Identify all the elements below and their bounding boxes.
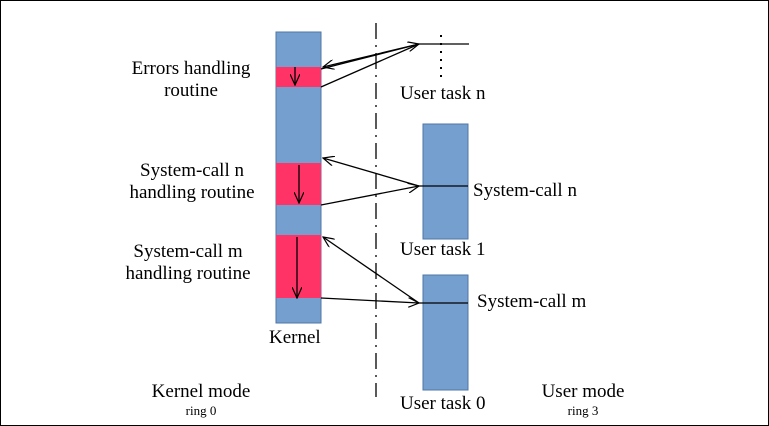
user-mode-title: User mode — [541, 381, 625, 402]
user-task-0-block — [422, 274, 469, 391]
syscall-m-handler-label-line2: handling routine — [125, 263, 251, 284]
errors-handler-label-line1: Errors handling — [131, 58, 251, 79]
errors-handler-segment — [276, 67, 321, 87]
errors-return-arrow — [320, 43, 420, 88]
syscall-m-entry-arrow — [323, 237, 420, 304]
errors-handler-label: Errors handling routine — [111, 58, 271, 102]
syscall-n-return-arrow — [320, 186, 419, 206]
kernel-mode-label: Kernel mode ring 0 — [131, 381, 271, 418]
syscall-n-handler-label-line1: System-call n — [140, 160, 244, 181]
syscall-m-handler-segment — [276, 235, 321, 298]
kernel-mode-title: Kernel mode — [151, 381, 251, 402]
user-task-n-label: User task n — [400, 83, 486, 104]
kernel-label: Kernel — [269, 327, 321, 348]
user-task-1-label: User task 1 — [400, 239, 486, 260]
syscall-m-handler-label-line1: System-call m — [133, 241, 243, 262]
kernel-ring-label: ring 0 — [185, 403, 217, 418]
syscall-m-return-arrow — [320, 297, 419, 303]
user-task-1-block — [422, 123, 469, 240]
user-ring-label: ring 3 — [567, 403, 599, 418]
syscall-n-label: System-call n — [473, 180, 577, 201]
syscall-m-handler-label: System-call m handling routine — [105, 241, 271, 285]
errors-handler-label-line2: routine — [164, 80, 218, 101]
syscall-m-label: System-call m — [477, 291, 587, 312]
syscall-n-entry-arrow — [323, 158, 420, 187]
syscall-n-handler-label-line2: handling routine — [129, 182, 255, 203]
user-mode-label: User mode ring 3 — [513, 381, 653, 418]
user-task-0-label: User task 0 — [400, 393, 486, 414]
syscall-n-handler-label: System-call n handling routine — [109, 160, 275, 204]
errors-return-arrowhead-line — [323, 43, 420, 67]
